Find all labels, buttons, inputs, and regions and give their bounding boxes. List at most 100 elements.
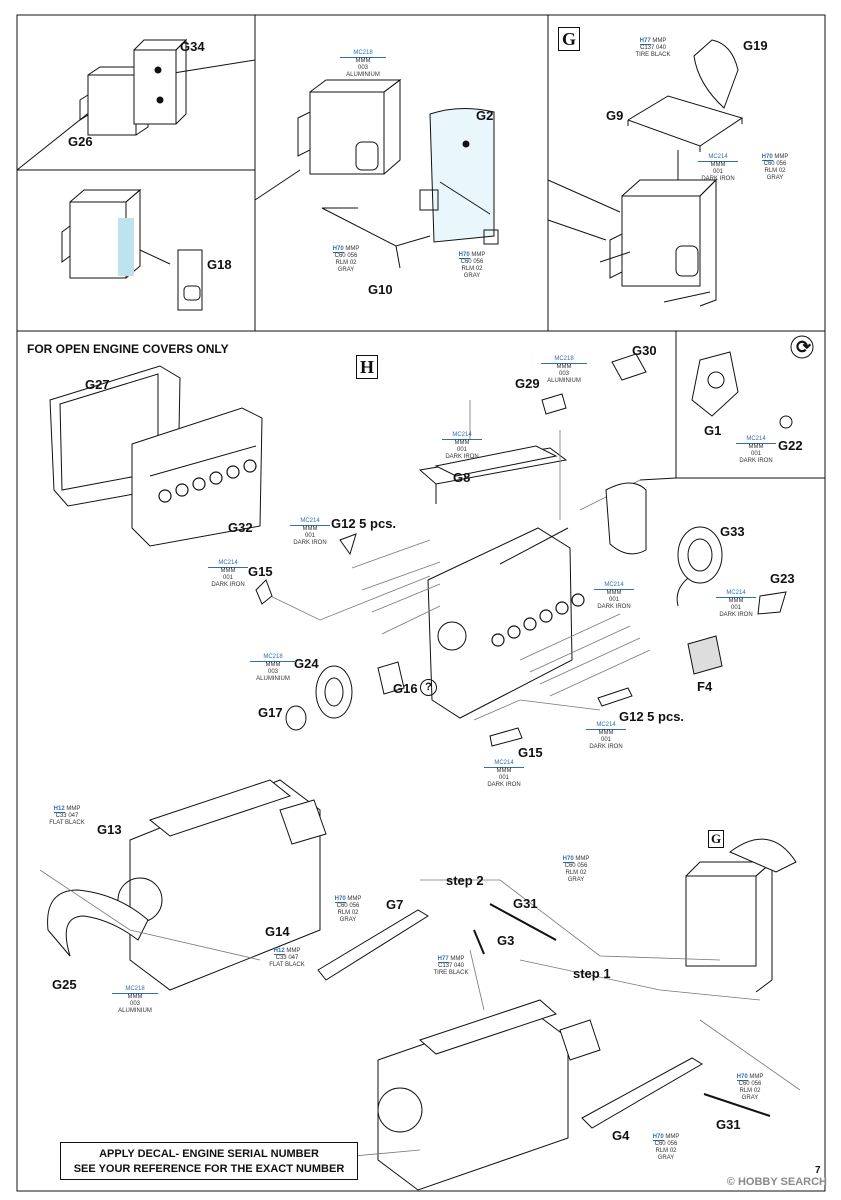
part-g1 bbox=[691, 351, 739, 417]
part-g17 bbox=[285, 705, 307, 731]
open-engine-heading: FOR OPEN ENGINE COVERS ONLY bbox=[27, 342, 229, 356]
part-label-g13: G13 bbox=[97, 822, 122, 837]
part-label-g1: G1 bbox=[704, 423, 722, 438]
section-marker-g-small: G bbox=[708, 830, 724, 848]
rotate-icon: ⟳ bbox=[796, 337, 812, 357]
part-label-g31-upper: G31 bbox=[513, 896, 538, 911]
rotate-symbol-ring bbox=[790, 335, 814, 359]
part-label-g22: G22 bbox=[778, 438, 803, 453]
part-g29 bbox=[541, 393, 567, 415]
paint-callout-g13-flatblack: H12 MMP C33 047 FLAT BLACK bbox=[49, 806, 85, 826]
page-number: 7 bbox=[815, 1165, 821, 1176]
part-label-g19: G19 bbox=[743, 38, 768, 53]
part-label-g4: G4 bbox=[612, 1128, 630, 1143]
part-label-g31-lower: G31 bbox=[716, 1117, 741, 1132]
part-engine-block bbox=[418, 447, 585, 719]
part-g7 bbox=[317, 909, 429, 981]
part-label-g9: G9 bbox=[606, 108, 624, 123]
part-g12a bbox=[339, 533, 357, 556]
decal-note-box: APPLY DECAL- ENGINE SERIAL NUMBER SEE YO… bbox=[60, 1142, 358, 1180]
part-label-g24: G24 bbox=[294, 656, 319, 671]
part-g31b bbox=[703, 1093, 771, 1117]
part-label-g12-upper: G12 5 pcs. bbox=[331, 516, 397, 531]
part-label-g27: G27 bbox=[85, 377, 110, 392]
part-label-g34: G34 bbox=[180, 39, 205, 54]
part-g33 bbox=[605, 482, 723, 607]
paint-callout-g14-flatblack: H12 MMP C33 047 FLAT BLACK bbox=[269, 948, 305, 968]
part-g32 bbox=[131, 407, 263, 547]
part-g31a bbox=[489, 903, 557, 941]
part-f4 bbox=[687, 635, 723, 675]
part-g9-assembly bbox=[547, 39, 744, 307]
part-label-g10: G10 bbox=[368, 282, 393, 297]
part-g-stand-lower bbox=[685, 838, 797, 993]
part-g22 bbox=[779, 415, 793, 429]
part-g34 bbox=[133, 38, 188, 125]
step-2-label: step 2 bbox=[446, 873, 484, 888]
part-label-g17: G17 bbox=[258, 705, 283, 720]
watermark: © HOBBY SEARCH bbox=[726, 1176, 827, 1188]
part-g18-assembly bbox=[61, 188, 203, 311]
part-label-g3: G3 bbox=[497, 933, 515, 948]
part-label-g30: G30 bbox=[632, 343, 657, 358]
decal-note-line-1: APPLY DECAL- ENGINE SERIAL NUMBER bbox=[99, 1148, 319, 1160]
part-g12b bbox=[597, 687, 633, 707]
part-g3 bbox=[473, 929, 485, 955]
part-g23 bbox=[757, 591, 787, 615]
part-g15b bbox=[489, 727, 523, 747]
part-label-g14: G14 bbox=[265, 924, 290, 939]
question-icon: ? bbox=[420, 679, 437, 696]
part-g4 bbox=[581, 1057, 703, 1129]
paint-callout-g3-tire: H77 MMP C137 040 TIRE BLACK bbox=[433, 956, 469, 976]
part-g15a bbox=[255, 579, 273, 605]
part-g26 bbox=[79, 66, 150, 136]
part-label-g8: G8 bbox=[453, 470, 471, 485]
part-label-g23: G23 bbox=[770, 571, 795, 586]
section-marker-g: G bbox=[558, 27, 580, 51]
part-label-g7: G7 bbox=[386, 897, 404, 912]
engine-assembled-right bbox=[377, 999, 601, 1191]
engine-assembled-left bbox=[47, 779, 327, 991]
part-label-g33: G33 bbox=[720, 524, 745, 539]
part-label-f4: F4 bbox=[697, 679, 713, 694]
part-label-g2: G2 bbox=[476, 108, 494, 123]
part-label-g26: G26 bbox=[68, 134, 93, 149]
part-g16 bbox=[377, 661, 405, 695]
decal-note-line-2: SEE YOUR REFERENCE FOR THE EXACT NUMBER bbox=[73, 1163, 345, 1175]
part-label-g12-lower: G12 5 pcs. bbox=[619, 709, 685, 724]
part-label-g25: G25 bbox=[52, 977, 77, 992]
part-label-g18: G18 bbox=[207, 257, 232, 272]
part-g30 bbox=[611, 353, 647, 381]
part-label-g16: G16 bbox=[393, 681, 418, 696]
part-label-g32: G32 bbox=[228, 520, 253, 535]
step-1-label: step 1 bbox=[573, 966, 611, 981]
part-g24 bbox=[315, 665, 353, 719]
part-label-g29: G29 bbox=[515, 376, 540, 391]
part-g2-assembly bbox=[297, 79, 499, 269]
paint-callout-g19-tire: H77 MMP C137 040 TIRE BLACK bbox=[635, 38, 671, 58]
section-marker-h: H bbox=[356, 355, 378, 379]
part-g8 bbox=[434, 445, 558, 477]
main-frame bbox=[16, 330, 826, 1192]
